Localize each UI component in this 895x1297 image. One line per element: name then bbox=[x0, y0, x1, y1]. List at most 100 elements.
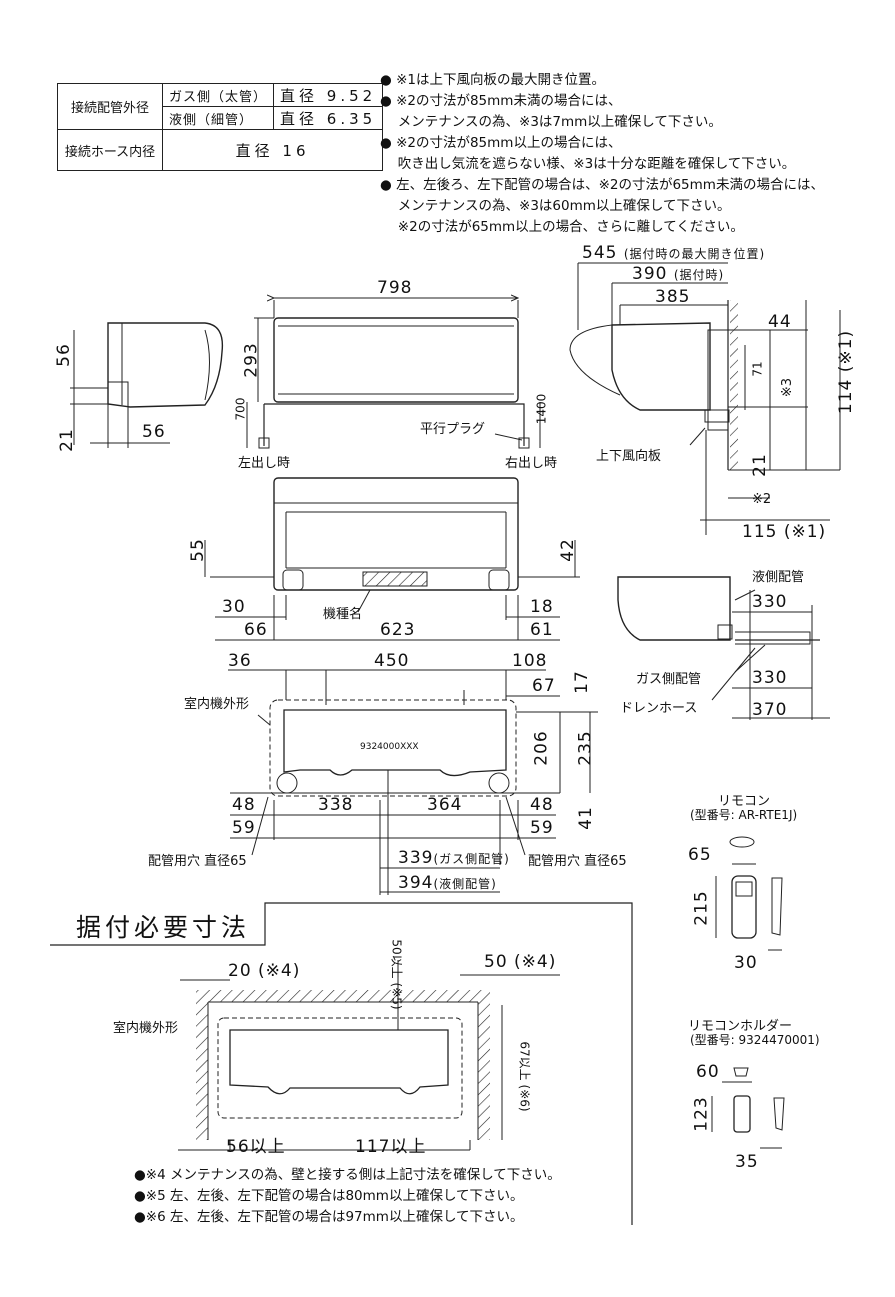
dim-450: 450 bbox=[374, 651, 410, 671]
dim-339: 339(ガス側配管) bbox=[398, 848, 510, 868]
install-dim-67: 67以上 (※6) bbox=[517, 1041, 532, 1112]
install-section-title: 据付必要寸法 bbox=[76, 913, 251, 942]
install-dim-67-note: (※6) bbox=[517, 1084, 532, 1112]
dim-114: 114 (※1) bbox=[836, 329, 857, 415]
dim-side-21: 21 bbox=[56, 428, 77, 452]
holder-model: (型番号: 9324470001) bbox=[690, 1033, 820, 1047]
connection-spec-table: 接続配管外径 ガス側（太管） 直径 9.52 液側（細管） 直径 6.35 接続… bbox=[57, 83, 384, 171]
dim-55: 55 bbox=[187, 538, 208, 562]
install-indoor-outline-label: 室内機外形 bbox=[113, 1021, 179, 1036]
dim-18: 18 bbox=[530, 597, 554, 617]
install-dim-50-top-note: (※5) bbox=[389, 982, 404, 1010]
dim-114-note: (※1) bbox=[836, 329, 857, 373]
dim-339-note: (ガス側配管) bbox=[433, 852, 510, 866]
hose-diameter-value: 直径 16 bbox=[161, 129, 384, 171]
remote-model: (型番号: AR-RTE1J) bbox=[690, 808, 798, 822]
side-view-installed bbox=[569, 262, 841, 535]
dim-71: 71 bbox=[750, 361, 765, 377]
dim-394: 394(液側配管) bbox=[398, 873, 497, 893]
holder-drawing bbox=[711, 1067, 785, 1149]
note-line: ● 左、左後ろ、左下配管の場合は、※2の寸法が65mm未満の場合には、 bbox=[380, 177, 824, 193]
dim-390: 390 (据付時) bbox=[632, 264, 725, 284]
drain-hose-label: ドレンホース bbox=[620, 701, 698, 716]
dim-394-note: (液側配管) bbox=[433, 877, 497, 891]
dim-41: 41 bbox=[575, 806, 596, 830]
right-out-label: 右出し時 bbox=[505, 456, 558, 471]
liquid-side-label: 液側（細管） bbox=[161, 106, 275, 130]
holder-depth: 35 bbox=[735, 1152, 759, 1172]
dim-61: 61 bbox=[530, 620, 554, 640]
dim-545-note: (据付時の最大開き位置) bbox=[623, 247, 766, 261]
dim-height-293: 293 bbox=[241, 342, 262, 378]
pipe-hole-left-label: 配管用穴 直径65 bbox=[148, 854, 247, 869]
install-dim-117: 117以上 bbox=[355, 1137, 427, 1157]
plate-model-text: 9324000XXX bbox=[360, 742, 419, 752]
dim-width-798: 798 bbox=[377, 278, 413, 298]
install-section bbox=[50, 902, 633, 1225]
dim-17: 17 bbox=[571, 670, 592, 694]
dim-21-right: 21 bbox=[749, 453, 770, 477]
dim-338: 338 bbox=[318, 795, 354, 815]
liquid-pipe-label: 液側配管 bbox=[752, 570, 805, 585]
model-name-label: 機種名 bbox=[323, 607, 363, 622]
hose-diameter-label: 接続ホース内径 bbox=[57, 129, 163, 171]
left-out-label: 左出し時 bbox=[238, 456, 291, 471]
holder-title: リモコンホルダー bbox=[688, 1019, 793, 1034]
dim-115: 115 (※1) bbox=[742, 522, 827, 542]
dim-330b: 330 bbox=[752, 668, 788, 688]
remote-height: 215 bbox=[691, 890, 712, 926]
install-dim-20-note: (※4) bbox=[258, 961, 301, 981]
gas-side-value: 直径 9.52 bbox=[273, 83, 384, 107]
dim-206: 206 bbox=[531, 730, 552, 766]
dim-1400: 1400 bbox=[534, 393, 549, 425]
installation-notes: ● ※1は上下風向板の最大開き位置。 ● ※2の寸法が85mm未満の場合には、 … bbox=[380, 70, 824, 238]
holder-width: 60 bbox=[696, 1062, 720, 1082]
install-dim-50-note: (※4) bbox=[514, 952, 557, 972]
dim-48a: 48 bbox=[232, 795, 256, 815]
dim-108: 108 bbox=[512, 651, 548, 671]
install-dim-50: 50 (※4) bbox=[484, 952, 557, 972]
install-note-line: ●※5 左、左後、左下配管の場合は80mm以上確保して下さい。 bbox=[134, 1188, 524, 1204]
note-line: ● ※2の寸法が85mm以上の場合には、 bbox=[380, 135, 622, 151]
note-line: ● ※1は上下風向板の最大開き位置。 bbox=[380, 72, 605, 88]
dim-390-note: (据付時) bbox=[673, 268, 725, 282]
dim-235: 235 bbox=[575, 730, 596, 766]
install-note-line: ●※6 左、左後、左下配管の場合は97mm以上確保して下さい。 bbox=[134, 1209, 524, 1225]
dim-700: 700 bbox=[233, 397, 248, 421]
dim-115-note: (※1) bbox=[783, 522, 827, 542]
remote-title: リモコン bbox=[718, 794, 771, 809]
holder-height: 123 bbox=[691, 1096, 712, 1132]
louver-label: 上下風向板 bbox=[596, 449, 662, 464]
dim-59b: 59 bbox=[530, 818, 554, 838]
dim-370: 370 bbox=[752, 700, 788, 720]
note-line: メンテナンスの為、※3は60mm以上確保して下さい。 bbox=[380, 198, 731, 214]
dim-385: 385 bbox=[655, 287, 691, 307]
install-note-line: ●※4 メンテナンスの為、壁と接する側は上記寸法を確保して下さい。 bbox=[134, 1167, 561, 1183]
dim-623: 623 bbox=[380, 620, 416, 640]
gas-side-label: ガス側（太管） bbox=[161, 83, 275, 107]
dim-44: 44 bbox=[768, 312, 792, 332]
dim-364: 364 bbox=[427, 795, 463, 815]
dim-545: 545 (据付時の最大開き位置) bbox=[582, 243, 766, 263]
remote-depth: 30 bbox=[734, 953, 758, 973]
install-notes: ●※4 メンテナンスの為、壁と接する側は上記寸法を確保して下さい。 ●※5 左、… bbox=[134, 1165, 561, 1228]
remote-width: 65 bbox=[688, 845, 712, 865]
dim-59a: 59 bbox=[232, 818, 256, 838]
dim-42: 42 bbox=[557, 538, 578, 562]
dim-66: 66 bbox=[244, 620, 268, 640]
parallel-plug-label: 平行プラグ bbox=[420, 422, 486, 437]
install-dim-50-top: 50以上 (※5) bbox=[389, 939, 404, 1010]
side-view-left bbox=[70, 322, 224, 448]
pipe-diameter-label: 接続配管外径 bbox=[57, 83, 163, 130]
install-dim-20: 20 (※4) bbox=[228, 961, 301, 981]
install-dim-56: 56以上 bbox=[226, 1137, 286, 1157]
dim-330a: 330 bbox=[752, 592, 788, 612]
pipe-hole-right-label: 配管用穴 直径65 bbox=[528, 854, 627, 869]
dim-side-56: 56 bbox=[53, 343, 74, 367]
front-view bbox=[246, 298, 541, 449]
indoor-outline-label: 室内機外形 bbox=[184, 697, 250, 712]
back-plate-view bbox=[228, 669, 598, 895]
dim-30: 30 bbox=[222, 597, 246, 617]
remote-drawing bbox=[715, 836, 783, 951]
